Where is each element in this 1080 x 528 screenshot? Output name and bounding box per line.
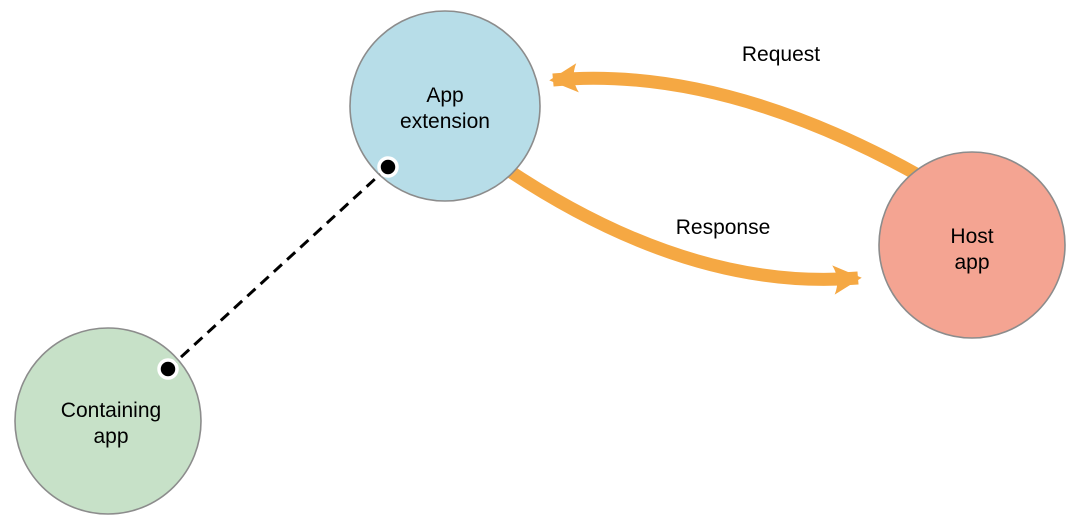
host-app-label-line-1: Host <box>950 225 993 248</box>
containing-app-label-line-1: Containing <box>61 399 161 422</box>
request-arrow <box>549 63 922 181</box>
containing-app-label-line-2: app <box>93 425 128 448</box>
containing-link-line <box>166 165 390 371</box>
link-endpoint-dot <box>157 358 179 380</box>
containing-app-node <box>14 327 202 515</box>
response-arrow-label: Response <box>676 216 771 239</box>
app-extension-label-line-1: App <box>426 84 463 107</box>
host-app-node <box>878 151 1066 339</box>
app-extension-label-line-2: extension <box>400 110 490 133</box>
link-endpoint-dot <box>377 156 399 178</box>
request-arrow-label: Request <box>742 43 820 66</box>
app-extension-node <box>349 10 541 202</box>
response-arrow <box>501 162 862 295</box>
host-app-label-line-2: app <box>954 251 989 274</box>
